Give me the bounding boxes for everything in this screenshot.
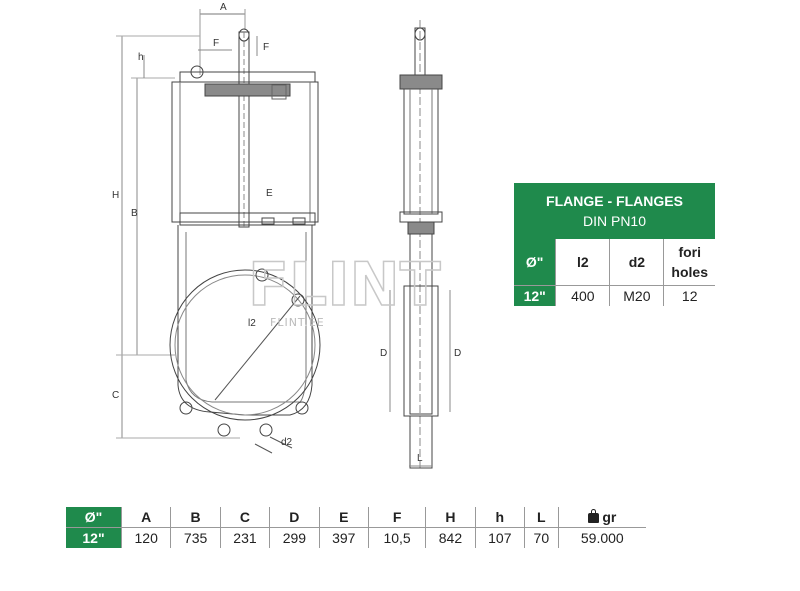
flange-table: FLANGE - FLANGES DIN PN10 Ø" l2 d2 fori … xyxy=(514,183,715,306)
dim-label-l2: l2 xyxy=(248,318,256,329)
dim-label-c: C xyxy=(112,390,119,401)
dim-col-c: C xyxy=(220,507,271,528)
dim-label-d-left: D xyxy=(380,348,387,359)
table-header-row: Ø" A B C D E F H h L gr xyxy=(66,507,646,528)
flange-table-header: FLANGE - FLANGES DIN PN10 xyxy=(514,183,715,239)
dim-label-f-front: F xyxy=(213,38,219,49)
dimensions-table: Ø" A B C D E F H h L gr 12" 120 735 231 … xyxy=(66,507,646,548)
dim-cell-a: 120 xyxy=(121,527,172,548)
dim-col-weight-label: gr xyxy=(602,509,617,525)
watermark-sub: FLINT.EE xyxy=(270,316,325,329)
dim-cell-e: 397 xyxy=(319,527,369,548)
dim-col-b: B xyxy=(170,507,221,528)
weight-icon xyxy=(588,509,600,523)
dim-col-l: L xyxy=(524,507,559,528)
dim-label-d-right: D xyxy=(454,348,461,359)
flange-table-title: FLANGE - FLANGES xyxy=(546,193,683,209)
dim-col-h: H xyxy=(425,507,476,528)
dim-cell-h: 842 xyxy=(425,527,476,548)
flange-cell-diameter: 12" xyxy=(514,285,557,306)
dim-col-d: D xyxy=(269,507,320,528)
dim-col-weight: gr xyxy=(558,507,646,528)
dim-cell-diameter: 12" xyxy=(66,527,122,548)
flange-col-holes: fori holes xyxy=(671,244,708,280)
flange-col-l2: l2 xyxy=(555,239,611,286)
dim-cell-weight: 59.000 xyxy=(580,530,624,546)
dim-label-e: E xyxy=(266,188,273,199)
flange-table-subtitle: DIN PN10 xyxy=(582,213,647,229)
watermark-logo: FLINT xyxy=(248,250,441,320)
valve-technical-drawing: A h F F H B E C l2 d2 D D L FLINT FLINT.… xyxy=(112,2,461,470)
flange-cell-d2: M20 xyxy=(609,285,665,306)
dim-cell-h-small: 107 xyxy=(475,527,526,548)
dim-label-b: B xyxy=(131,208,138,219)
dim-label-l: L xyxy=(417,453,423,464)
flange-col-d2: d2 xyxy=(609,239,665,286)
dim-label-d2: d2 xyxy=(281,437,293,448)
dim-cell-d: 299 xyxy=(269,527,320,548)
dim-label-h: H xyxy=(112,190,119,201)
dim-col-a: A xyxy=(121,507,172,528)
flange-col-diameter: Ø" xyxy=(514,239,557,286)
dim-cell-l: 70 xyxy=(524,527,559,548)
dim-col-f: F xyxy=(368,507,427,528)
table-row: 12" 400 M20 12 xyxy=(514,285,715,306)
dim-cell-c: 231 xyxy=(220,527,271,548)
dim-cell-f: 10,5 xyxy=(368,527,427,548)
table-row: 12" 120 735 231 299 397 10,5 842 107 70 … xyxy=(66,527,646,548)
dim-label-a: A xyxy=(220,2,227,13)
dim-col-diameter: Ø" xyxy=(66,507,122,528)
dim-col-e: E xyxy=(319,507,369,528)
dim-label-f-side: F xyxy=(263,42,269,53)
dim-cell-b: 735 xyxy=(170,527,221,548)
flange-cell-holes: 12 xyxy=(663,285,715,306)
dim-label-h-small: h xyxy=(138,52,144,63)
dim-col-h-small: h xyxy=(475,507,526,528)
flange-cell-l2: 400 xyxy=(555,285,611,306)
